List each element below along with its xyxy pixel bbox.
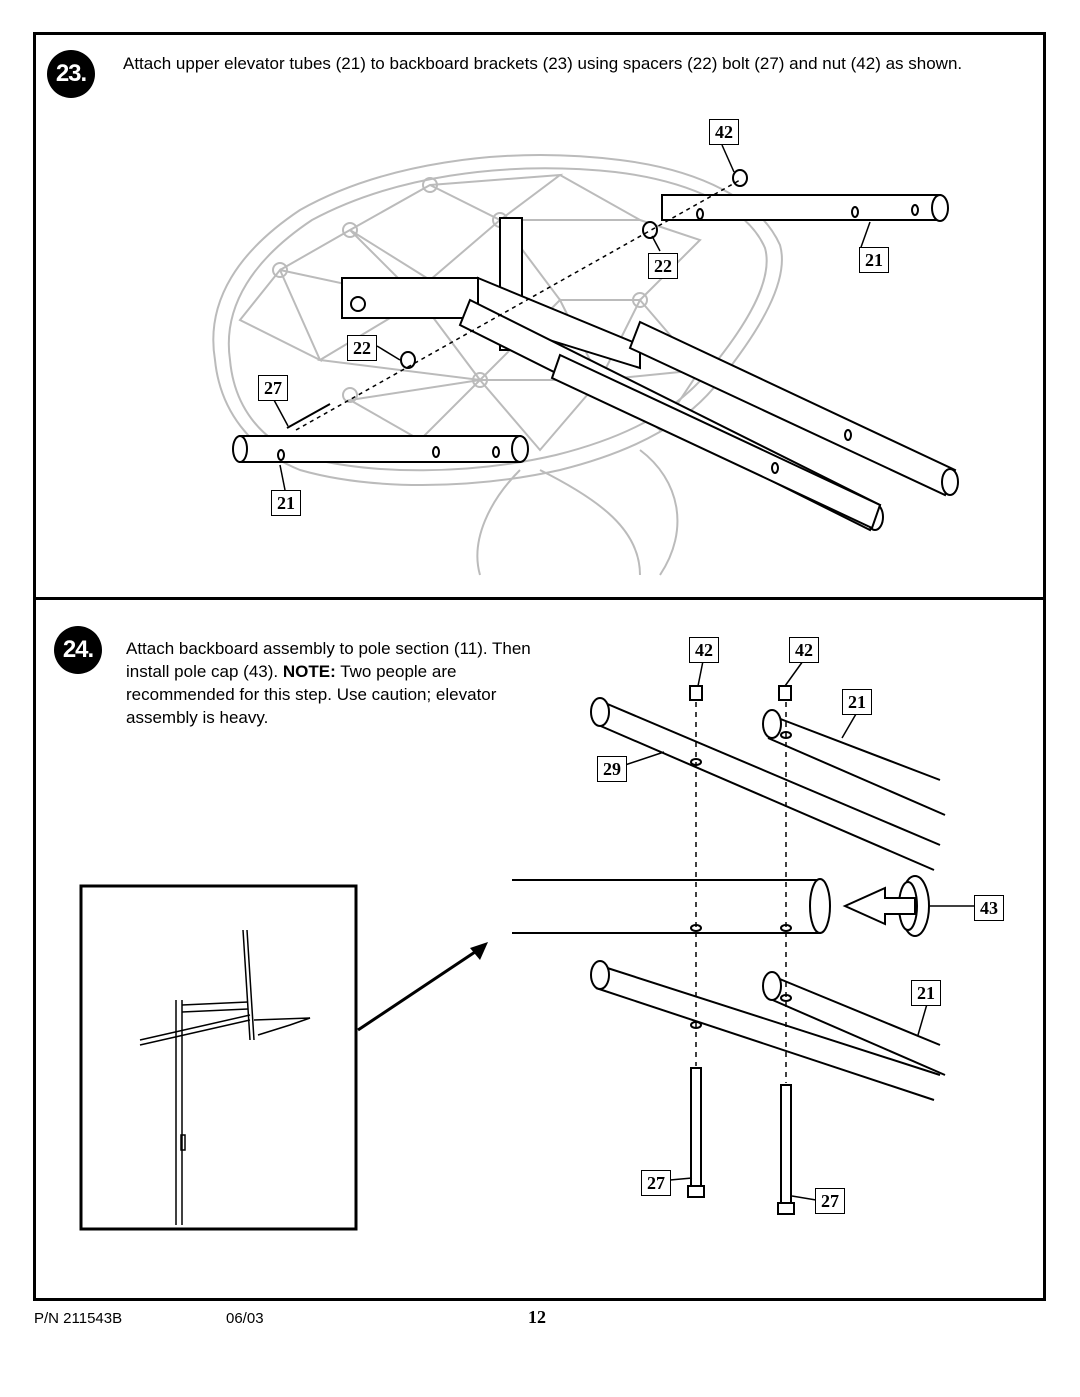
callout-tube-21-upper: 21 [842, 689, 872, 715]
callout-nut-42-left: 42 [689, 637, 719, 663]
step-24-number: 24. [54, 626, 102, 674]
print-date: 06/03 [226, 1310, 264, 1327]
pole-assembly-drawing [512, 685, 946, 1215]
callout-bolt-27-left: 27 [641, 1170, 671, 1196]
page-number: 12 [528, 1307, 546, 1327]
step-24-panel [33, 597, 1046, 1301]
callout-bolt-27: 27 [258, 375, 288, 401]
callout-tube-29: 29 [597, 756, 627, 782]
step-24-instructions: Attach backboard assembly to pole sectio… [126, 637, 546, 729]
callout-pole-cap-43: 43 [974, 895, 1004, 921]
callout-bolt-27-right: 27 [815, 1188, 845, 1214]
callout-tube-21-upper: 21 [859, 247, 889, 273]
step-24-text-before-note: Attach backboard assembly to pole sectio… [126, 639, 531, 681]
callout-nut-42-right: 42 [789, 637, 819, 663]
step-23-panel [33, 32, 1046, 599]
callout-tube-21-lower: 21 [911, 980, 941, 1006]
callout-nut-42: 42 [709, 119, 739, 145]
callout-spacer-22-upper: 22 [648, 253, 678, 279]
step-23-instructions: Attach upper elevator tubes (21) to back… [123, 54, 963, 73]
part-number: P/N 211543B [34, 1310, 123, 1327]
leader-lines-23 [273, 144, 871, 491]
step-24-note-label: NOTE: [282, 662, 336, 681]
inset-hoop-overview [79, 884, 488, 1231]
leader-lines-24 [624, 660, 974, 1201]
elevator-tubes-drawing [232, 169, 959, 532]
bolt-27-drawing [286, 403, 331, 429]
bolt-path-dashes [295, 179, 741, 431]
step-24-text-after-note: Two people are recommended for this step… [126, 662, 497, 727]
callout-spacer-22-lower: 22 [347, 335, 377, 361]
callout-tube-21-lower: 21 [271, 490, 301, 516]
step-23-number: 23. [47, 50, 95, 98]
bolt-alignment-dashes [695, 702, 787, 1083]
